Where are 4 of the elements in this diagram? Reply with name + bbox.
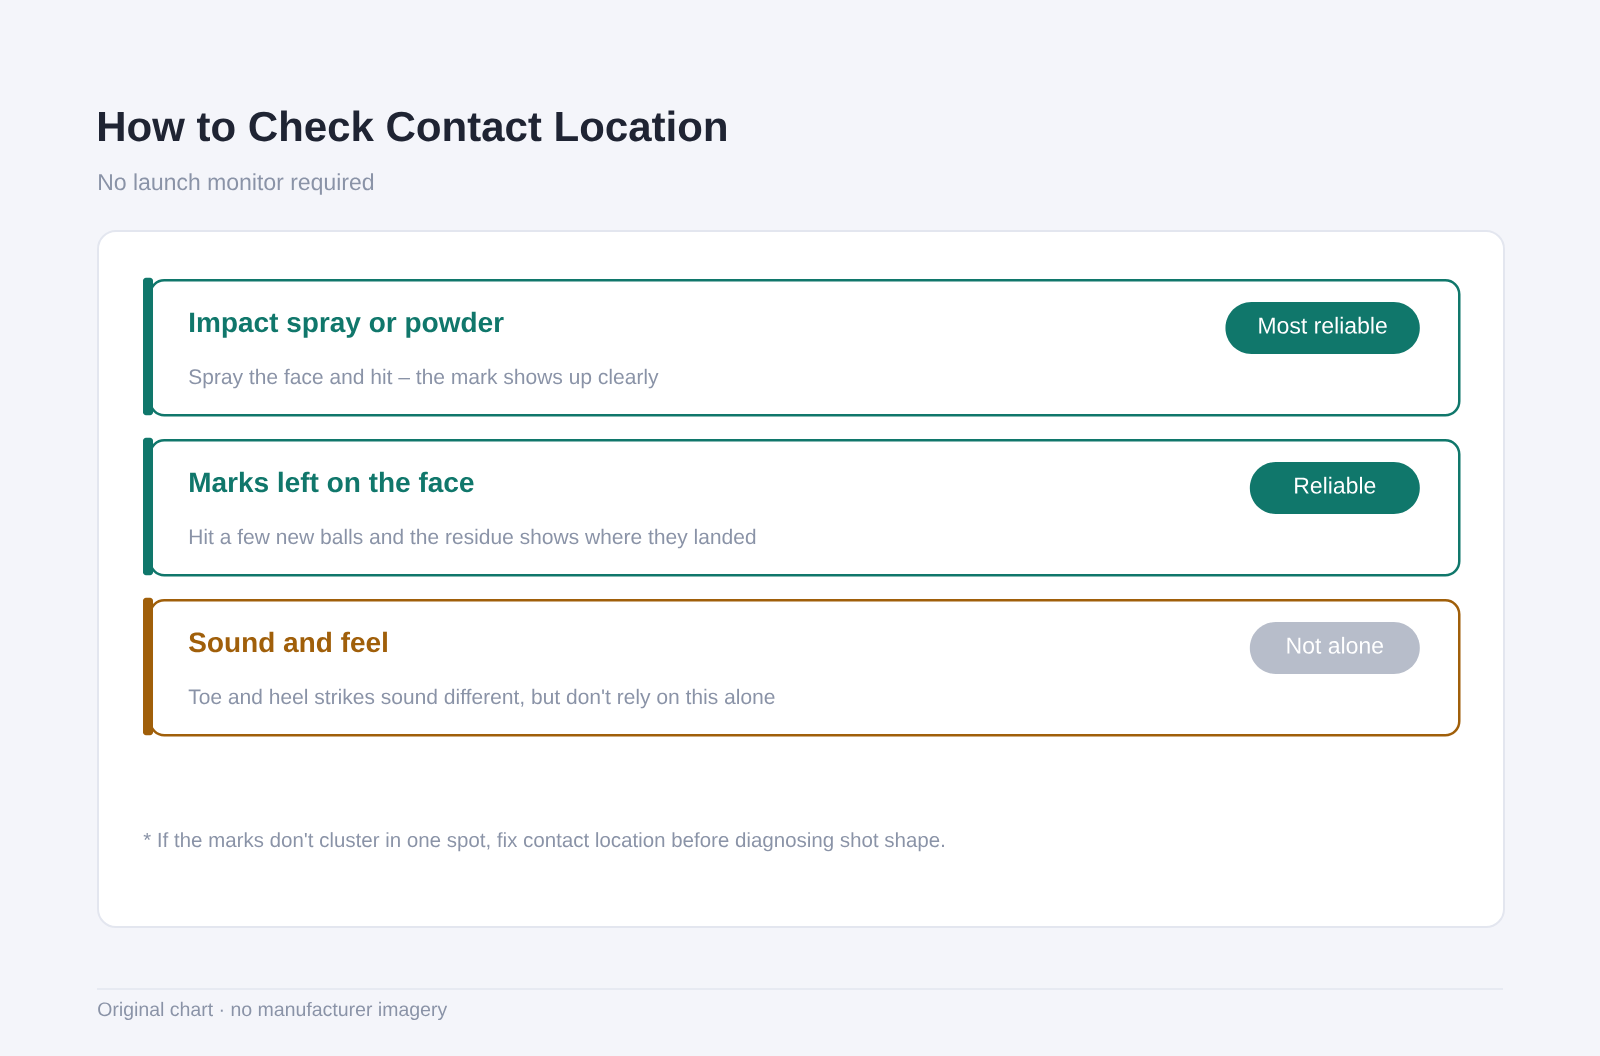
footer-note: Original chart · no manufacturer imagery <box>98 1001 448 1021</box>
subtitle: No launch monitor required <box>99 173 374 195</box>
footnote: * If the marks don't cluster in one spot, fix contact location before diagnosing shot shape. <box>143 832 944 852</box>
title: How to Check Contact Location <box>99 110 726 142</box>
